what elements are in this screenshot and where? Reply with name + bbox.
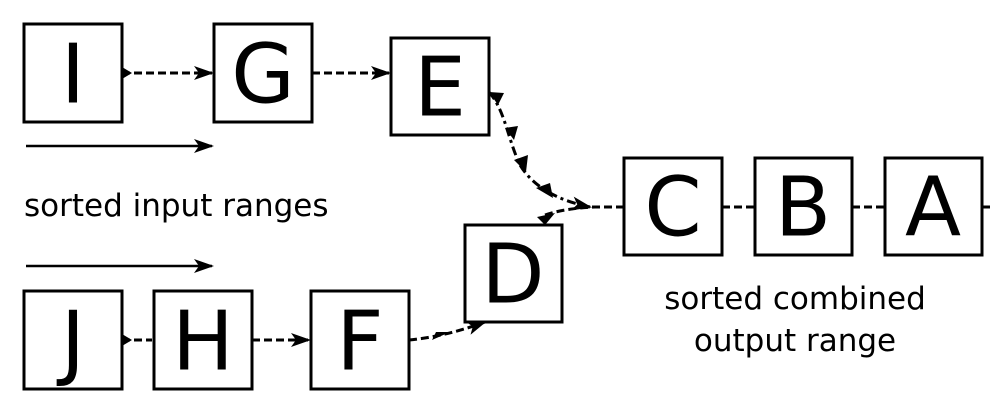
edge-E-C-head-small: [489, 92, 504, 105]
edge-D-C-head: [537, 213, 555, 225]
output-range-caption-line1: sorted combined: [664, 281, 926, 317]
node-C: C: [622, 156, 724, 257]
node-label: E: [414, 41, 466, 136]
node-J: J: [22, 289, 124, 391]
node-G: G: [212, 22, 314, 124]
edge-E-C-mark-1: [505, 126, 518, 140]
input-ranges-caption: sorted input ranges: [24, 188, 329, 224]
node-label: G: [231, 28, 295, 123]
edge-E-C: [487, 91, 592, 211]
node-label: I: [61, 28, 85, 123]
node-B: B: [753, 156, 854, 257]
node-label: A: [905, 161, 961, 256]
node-label: F: [336, 295, 383, 390]
node-E: E: [389, 36, 491, 137]
node-F: F: [309, 289, 411, 391]
node-H: H: [152, 289, 254, 391]
node-label: D: [481, 228, 544, 323]
node-label: J: [56, 295, 85, 390]
edge-D-C: [544, 205, 596, 217]
node-D: D: [463, 223, 564, 324]
output-range-caption-line2: output range: [694, 323, 896, 359]
edge-F-D: [408, 320, 487, 342]
node-label: H: [172, 295, 234, 390]
edge-E-C-mark-3: [536, 183, 553, 198]
node-I: I: [22, 22, 124, 124]
node-label: C: [644, 161, 701, 256]
node-label: B: [775, 161, 831, 256]
edge-E-C-mark-2: [514, 155, 528, 172]
edge-F-D-mark: [432, 332, 450, 340]
node-A: A: [883, 156, 984, 257]
